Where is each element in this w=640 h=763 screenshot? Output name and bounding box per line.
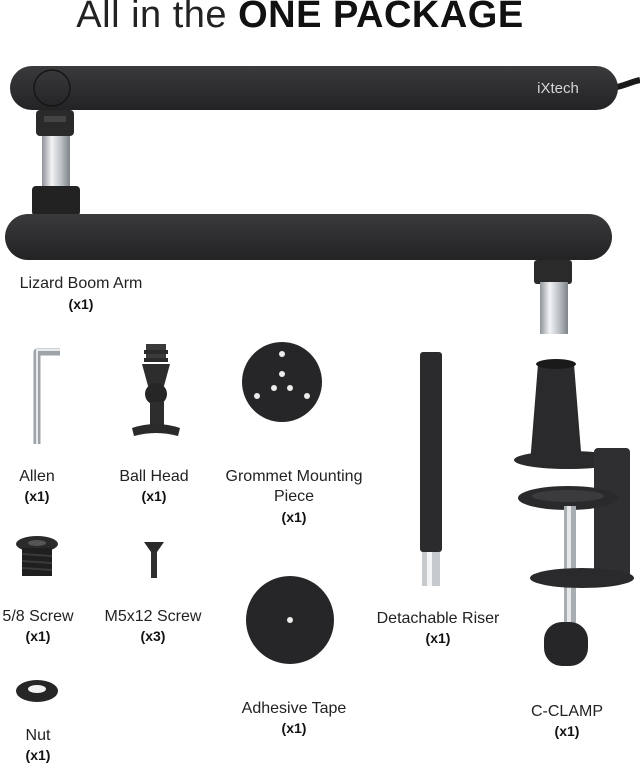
adhesive-tape-label: Adhesive Tape	[241, 700, 347, 717]
screw-58-image	[12, 534, 62, 580]
screw-58-label: 5/8 Screw	[2, 608, 74, 625]
boom-arm-image	[0, 60, 640, 340]
title-light-text: All in the	[76, 0, 228, 36]
ball-head-label: Ball Head	[119, 468, 189, 485]
allen-key-image	[20, 344, 70, 448]
brand-logo: iXtech	[537, 80, 579, 97]
riser-label: Detachable Riser	[376, 610, 500, 627]
allen-qty: (x1)	[24, 488, 50, 504]
c-clamp-image	[508, 356, 640, 674]
boom-arm-label: Lizard Boom Arm	[19, 275, 143, 292]
allen-label: Allen	[19, 468, 55, 485]
title-bold-text: ONE PACKAGE	[238, 0, 524, 36]
screw-58-qty: (x1)	[25, 628, 51, 644]
nut-image	[14, 676, 60, 706]
ball-head-image	[128, 342, 184, 442]
boom-arm-qty: (x1)	[68, 296, 94, 312]
riser-qty: (x1)	[425, 630, 451, 646]
grommet-qty: (x1)	[281, 509, 307, 525]
m5-screw-label: M5x12 Screw	[104, 608, 202, 625]
nut-label: Nut	[25, 727, 51, 744]
nut-qty: (x1)	[25, 747, 51, 763]
m5-screw-qty: (x3)	[140, 628, 166, 644]
grommet-label-line2: Piece	[273, 488, 315, 505]
adhesive-tape-qty: (x1)	[281, 720, 307, 736]
c-clamp-label: C-CLAMP	[530, 703, 603, 720]
adhesive-tape-image	[244, 574, 336, 666]
grommet-label-line1: Grommet Mounting	[225, 468, 363, 485]
ball-head-qty: (x1)	[141, 488, 167, 504]
c-clamp-qty: (x1)	[554, 723, 580, 739]
riser-image	[408, 348, 454, 590]
page-title: All in the ONE PACKAGE	[0, 0, 600, 37]
m5-screw-image	[142, 538, 166, 582]
grommet-piece-image	[240, 340, 324, 424]
